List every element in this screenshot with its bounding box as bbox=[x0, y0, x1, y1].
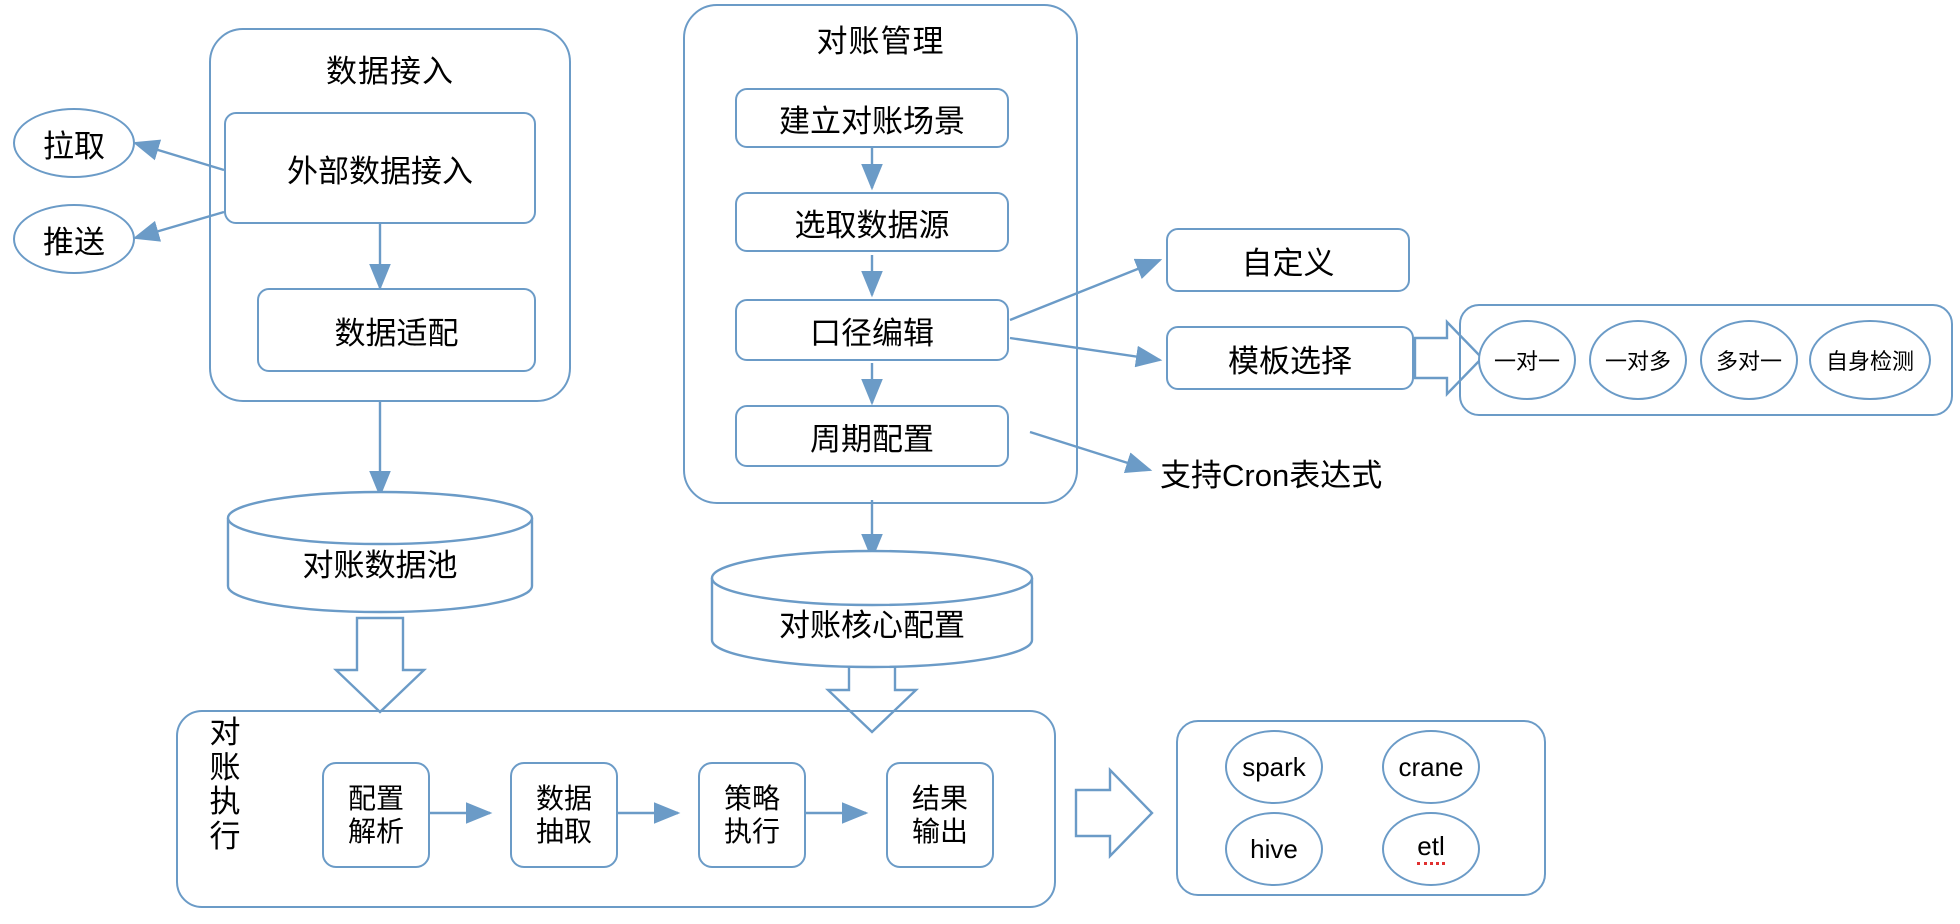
execution-group bbox=[176, 710, 1056, 908]
step-caliber-edit-label: 口径编辑 bbox=[810, 315, 934, 351]
branch-push[interactable]: 推送 bbox=[13, 204, 135, 274]
step-create-reconciliation-scene[interactable]: 建立对账场景 bbox=[735, 88, 1009, 148]
template-type-one-to-many-label: 一对多 bbox=[1604, 349, 1671, 374]
branch-push-label: 推送 bbox=[43, 224, 105, 260]
node-external-data-ingestion-label: 外部数据接入 bbox=[287, 153, 473, 189]
template-type-self-check[interactable]: 自身检测 bbox=[1809, 320, 1931, 400]
tech-spark[interactable]: spark bbox=[1225, 730, 1323, 804]
tech-etl[interactable]: etl bbox=[1382, 812, 1480, 886]
data-ingestion-group bbox=[209, 28, 571, 402]
option-custom-label: 自定义 bbox=[1241, 245, 1335, 281]
option-custom[interactable]: 自定义 bbox=[1166, 228, 1410, 292]
step-period-config-label: 周期配置 bbox=[810, 421, 934, 457]
execution-step-strategy-run-line2: 执行 bbox=[723, 816, 780, 847]
template-type-one-to-one-label: 一对一 bbox=[1493, 349, 1560, 374]
tech-hive-label: hive bbox=[1250, 833, 1298, 864]
step-period-config[interactable]: 周期配置 bbox=[735, 405, 1009, 467]
execution-step-result-output[interactable]: 结果 输出 bbox=[886, 762, 994, 868]
execution-step-config-parse-line1: 配置 bbox=[347, 782, 404, 814]
step-select-data-source-label: 选取数据源 bbox=[794, 207, 950, 243]
template-type-self-check-label: 自身检测 bbox=[1825, 349, 1914, 374]
reconciliation-management-group bbox=[683, 4, 1078, 504]
template-type-many-to-one[interactable]: 多对一 bbox=[1700, 320, 1798, 400]
step-create-reconciliation-scene-label: 建立对账场景 bbox=[779, 103, 965, 139]
execution-step-strategy-run[interactable]: 策略 执行 bbox=[698, 762, 806, 868]
execution-step-data-extract-line2: 抽取 bbox=[535, 816, 592, 847]
data-store-pool-label-wrap: 对账数据池 bbox=[228, 512, 532, 612]
tech-etl-label: etl bbox=[1417, 833, 1445, 865]
data-store-pool-label: 对账数据池 bbox=[302, 547, 458, 583]
template-types-group bbox=[1459, 304, 1953, 416]
tech-stack-group bbox=[1176, 720, 1546, 896]
option-template-select-label: 模板选择 bbox=[1228, 343, 1352, 379]
branch-pull-label: 拉取 bbox=[43, 128, 105, 164]
step-caliber-edit[interactable]: 口径编辑 bbox=[735, 299, 1009, 361]
tech-crane-label: crane bbox=[1398, 751, 1464, 782]
execution-step-result-output-line2: 输出 bbox=[911, 816, 968, 847]
execution-step-result-output-line1: 结果 bbox=[911, 782, 968, 814]
data-store-core-config-label: 对账核心配置 bbox=[779, 607, 965, 643]
execution-step-config-parse-line2: 解析 bbox=[347, 816, 404, 847]
cron-support-note: 支持Cron表达式 bbox=[1160, 457, 1383, 493]
template-type-one-to-one[interactable]: 一对一 bbox=[1478, 320, 1576, 400]
block-arrow-execution-to-tech bbox=[1074, 767, 1154, 859]
template-type-many-to-one-label: 多对一 bbox=[1715, 349, 1782, 374]
block-arrow-pool-to-execution bbox=[333, 616, 427, 714]
execution-step-config-parse[interactable]: 配置 解析 bbox=[322, 762, 430, 868]
tech-spark-label: spark bbox=[1242, 751, 1306, 782]
node-data-adaptation-label: 数据适配 bbox=[334, 315, 459, 351]
execution-step-data-extract-line1: 数据 bbox=[535, 782, 592, 814]
template-type-one-to-many[interactable]: 一对多 bbox=[1589, 320, 1687, 400]
data-ingestion-group-title: 数据接入 bbox=[326, 53, 454, 89]
execution-step-data-extract[interactable]: 数据 抽取 bbox=[510, 762, 618, 868]
execution-step-strategy-run-line1: 策略 bbox=[723, 782, 780, 814]
execution-group-title: 对账执行 bbox=[209, 715, 241, 855]
branch-pull[interactable]: 拉取 bbox=[13, 108, 135, 178]
tech-hive[interactable]: hive bbox=[1225, 812, 1323, 886]
node-external-data-ingestion[interactable]: 外部数据接入 bbox=[224, 112, 536, 224]
option-template-select[interactable]: 模板选择 bbox=[1166, 326, 1414, 390]
reconciliation-management-group-title: 对账管理 bbox=[816, 23, 945, 59]
tech-crane[interactable]: crane bbox=[1382, 730, 1480, 804]
data-store-core-config-label-wrap: 对账核心配置 bbox=[712, 572, 1032, 672]
node-data-adaptation[interactable]: 数据适配 bbox=[257, 288, 536, 372]
step-select-data-source[interactable]: 选取数据源 bbox=[735, 192, 1009, 252]
